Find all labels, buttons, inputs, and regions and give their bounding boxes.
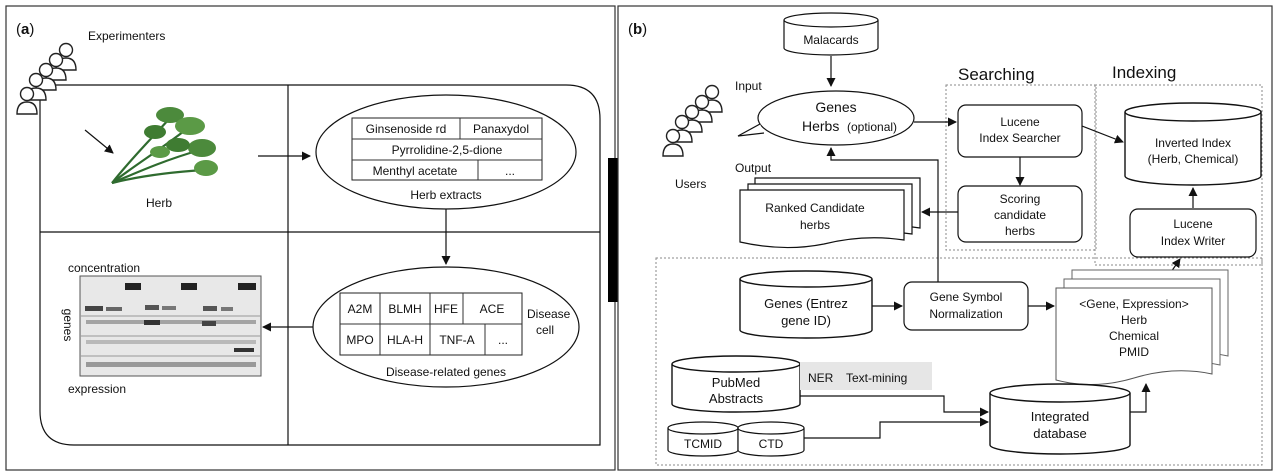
- svg-text:Integrated: Integrated: [1031, 409, 1090, 424]
- svg-text:Abstracts: Abstracts: [709, 391, 764, 406]
- disease-genes-caption: Disease-related genes: [386, 365, 506, 379]
- herb-extract-cell: Panaxydol: [473, 122, 529, 136]
- svg-text:CTD: CTD: [759, 437, 784, 451]
- herb-extract-cell: Pyrrolidine-2,5-dione: [392, 143, 503, 157]
- svg-text:candidate: candidate: [994, 208, 1046, 222]
- svg-text:PubMed: PubMed: [712, 375, 760, 390]
- gene-cell: BLMH: [388, 302, 421, 316]
- svg-text:Genes (Entrez: Genes (Entrez: [764, 296, 848, 311]
- ner-label: NER: [808, 371, 834, 385]
- svg-text:Gene Symbol: Gene Symbol: [930, 290, 1003, 304]
- integrated-database: Integrated database: [989, 383, 1131, 455]
- output-label: Output: [735, 161, 772, 175]
- gene-cell: HFE: [434, 302, 458, 316]
- panel-a: (a) Experimenters Herb: [5, 5, 616, 471]
- gene-cell: A2M: [348, 302, 373, 316]
- disease-cell-label: cell: [536, 323, 554, 337]
- indexing-title: Indexing: [1112, 63, 1176, 82]
- genes-axis-label: genes: [61, 309, 75, 342]
- ner-text-mining-band: [800, 362, 932, 390]
- ctd-database: CTD: [737, 421, 805, 457]
- gene-cell: ACE: [480, 302, 505, 316]
- svg-text:herbs: herbs: [800, 218, 830, 232]
- genes-entrez-database: Genes (Entrez gene ID): [739, 270, 873, 339]
- disease-genes-table: A2M BLMH HFE ACE MPO HLA-H TNF-A ...: [339, 292, 523, 356]
- svg-text:Chemical: Chemical: [1109, 329, 1159, 343]
- gene-expression-documents: <Gene, Expression> Herb Chemical PMID: [1055, 269, 1229, 386]
- svg-text:herbs: herbs: [1005, 224, 1035, 238]
- expression-label: expression: [68, 382, 126, 396]
- gene-cell: HLA-H: [387, 333, 423, 347]
- panel-a-region: [39, 84, 601, 446]
- data-preparation-region: [655, 257, 1263, 466]
- pubmed-abstracts-database: PubMed Abstracts: [671, 355, 801, 413]
- input-label: Input: [735, 79, 762, 93]
- lucene-index-searcher-box: Lucene Index Searcher: [957, 104, 1083, 158]
- svg-text:Inverted Index: Inverted Index: [1155, 136, 1231, 150]
- svg-text:<Gene, Expression>: <Gene, Expression>: [1079, 297, 1188, 311]
- searching-region: [945, 84, 1097, 251]
- text-mining-label: Text-mining: [846, 371, 907, 385]
- users-label: Users: [675, 177, 706, 191]
- panel-b: (b) Searching Indexing Malacards Users I…: [617, 5, 1273, 471]
- experimenters-label: Experimenters: [88, 29, 165, 43]
- svg-text:Herbs: Herbs: [802, 118, 839, 134]
- svg-text:Index Searcher: Index Searcher: [979, 131, 1060, 145]
- svg-text:(optional): (optional): [847, 120, 897, 134]
- svg-text:Malacards: Malacards: [803, 33, 858, 47]
- gene-cell: MPO: [346, 333, 373, 347]
- indexing-region: [1094, 84, 1263, 266]
- concentration-label: concentration: [68, 261, 140, 275]
- lucene-index-writer-box: Lucene Index Writer: [1129, 208, 1257, 258]
- herb-extracts-table: Ginsenoside rd Panaxydol Pyrrolidine-2,5…: [351, 117, 543, 181]
- svg-text:TCMID: TCMID: [684, 437, 722, 451]
- expression-blot: [79, 275, 262, 377]
- ranked-candidate-herbs-output: Ranked Candidate herbs: [739, 177, 921, 249]
- svg-text:PMID: PMID: [1119, 345, 1149, 359]
- herb-extract-cell: ...: [505, 164, 515, 178]
- panel-b-label: (b): [628, 21, 647, 38]
- malacards-database: Malacards: [783, 12, 879, 56]
- gene-cell: TNF-A: [439, 333, 474, 347]
- herb-label: Herb: [146, 196, 172, 210]
- herb-icon: [111, 107, 218, 185]
- herb-extracts-caption: Herb extracts: [410, 188, 481, 202]
- svg-text:Herb: Herb: [1121, 313, 1147, 327]
- input-genes-herbs-bubble: Genes Herbs (optional): [737, 90, 915, 146]
- svg-text:Normalization: Normalization: [929, 307, 1002, 321]
- svg-text:Genes: Genes: [815, 99, 856, 115]
- svg-text:(Herb, Chemical): (Herb, Chemical): [1148, 152, 1239, 166]
- gene-symbol-normalization-box: Gene Symbol Normalization: [903, 281, 1029, 331]
- svg-text:Lucene: Lucene: [1000, 115, 1040, 129]
- searching-title: Searching: [958, 65, 1035, 84]
- svg-text:Scoring: Scoring: [1000, 192, 1041, 206]
- svg-text:database: database: [1033, 426, 1087, 441]
- panel-a-label: (a): [16, 21, 34, 38]
- svg-text:gene ID): gene ID): [781, 313, 831, 328]
- svg-text:Lucene: Lucene: [1173, 217, 1213, 231]
- disease-cell-label: Disease: [527, 307, 571, 321]
- scoring-candidate-herbs-box: Scoring candidate herbs: [957, 185, 1083, 243]
- svg-text:Ranked Candidate: Ranked Candidate: [765, 201, 865, 215]
- gene-cell: ...: [498, 333, 508, 347]
- tcmid-database: TCMID: [667, 421, 739, 457]
- svg-text:Index Writer: Index Writer: [1161, 234, 1225, 248]
- herb-extract-cell: Ginsenoside rd: [366, 122, 447, 136]
- herb-extract-cell: Menthyl acetate: [373, 164, 458, 178]
- inverted-index-database: Inverted Index (Herb, Chemical): [1124, 102, 1262, 186]
